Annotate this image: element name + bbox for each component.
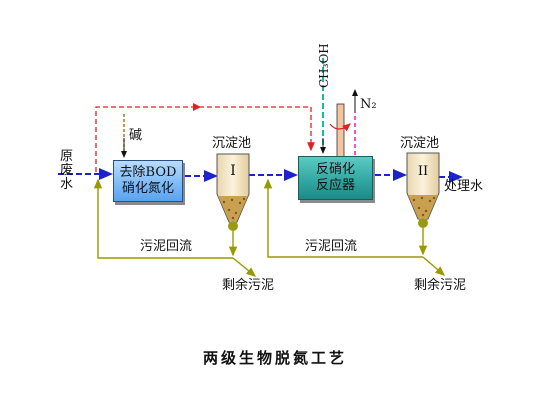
denitrification-reactor: 反硝化 反应器: [298, 156, 373, 200]
treated-water-label: 处理水: [444, 179, 484, 194]
nitrogen-label: N₂: [360, 97, 377, 112]
excess-sludge-line-2: [422, 256, 446, 276]
sludge-outlet-valve-2: [418, 218, 428, 228]
settler-1-roman-label: I: [230, 163, 236, 179]
excess-sludge-label-1: 剩余污泥: [222, 278, 275, 293]
recycle-direction-arrow: [193, 103, 201, 111]
denit-reactor-label-line2: 反应器: [315, 178, 355, 193]
settler-2-label: 沉淀池: [400, 136, 440, 151]
bod-nitrification-tank: 去除BOD 硝化氮化: [113, 160, 183, 202]
nitrified-recycle-line: [95, 106, 315, 172]
denit-reactor-label-line1: 反硝化: [315, 162, 355, 177]
excess-sludge-line-1: [232, 257, 257, 277]
bod-tank-label-line2: 硝化氮化: [121, 181, 174, 196]
alkali-label: 碱: [129, 128, 143, 143]
excess-sludge-label-2: 剩余污泥: [414, 278, 467, 293]
bod-tank-label-line1: 去除BOD: [119, 165, 177, 180]
stirrer-rotation-arrow: [329, 123, 351, 132]
sludge-outlet-valve-1: [228, 221, 238, 231]
sludge-return-line-1: [93, 178, 233, 259]
settler-tank-1: [216, 153, 250, 223]
methanol-label: CH₃OH: [317, 43, 331, 88]
diagram-title: 两级生物脱氮工艺: [202, 349, 347, 367]
sludge-return-label-2: 污泥回流: [305, 239, 358, 254]
sludge-return-line-2: [263, 178, 423, 258]
raw-water-label: 原 废 水: [60, 149, 74, 192]
sludge-return-label-1: 污泥回流: [140, 239, 193, 254]
settler-1-label: 沉淀池: [212, 136, 252, 151]
settler-tank-2: [406, 152, 440, 220]
settler-2-roman-label: II: [418, 164, 428, 179]
